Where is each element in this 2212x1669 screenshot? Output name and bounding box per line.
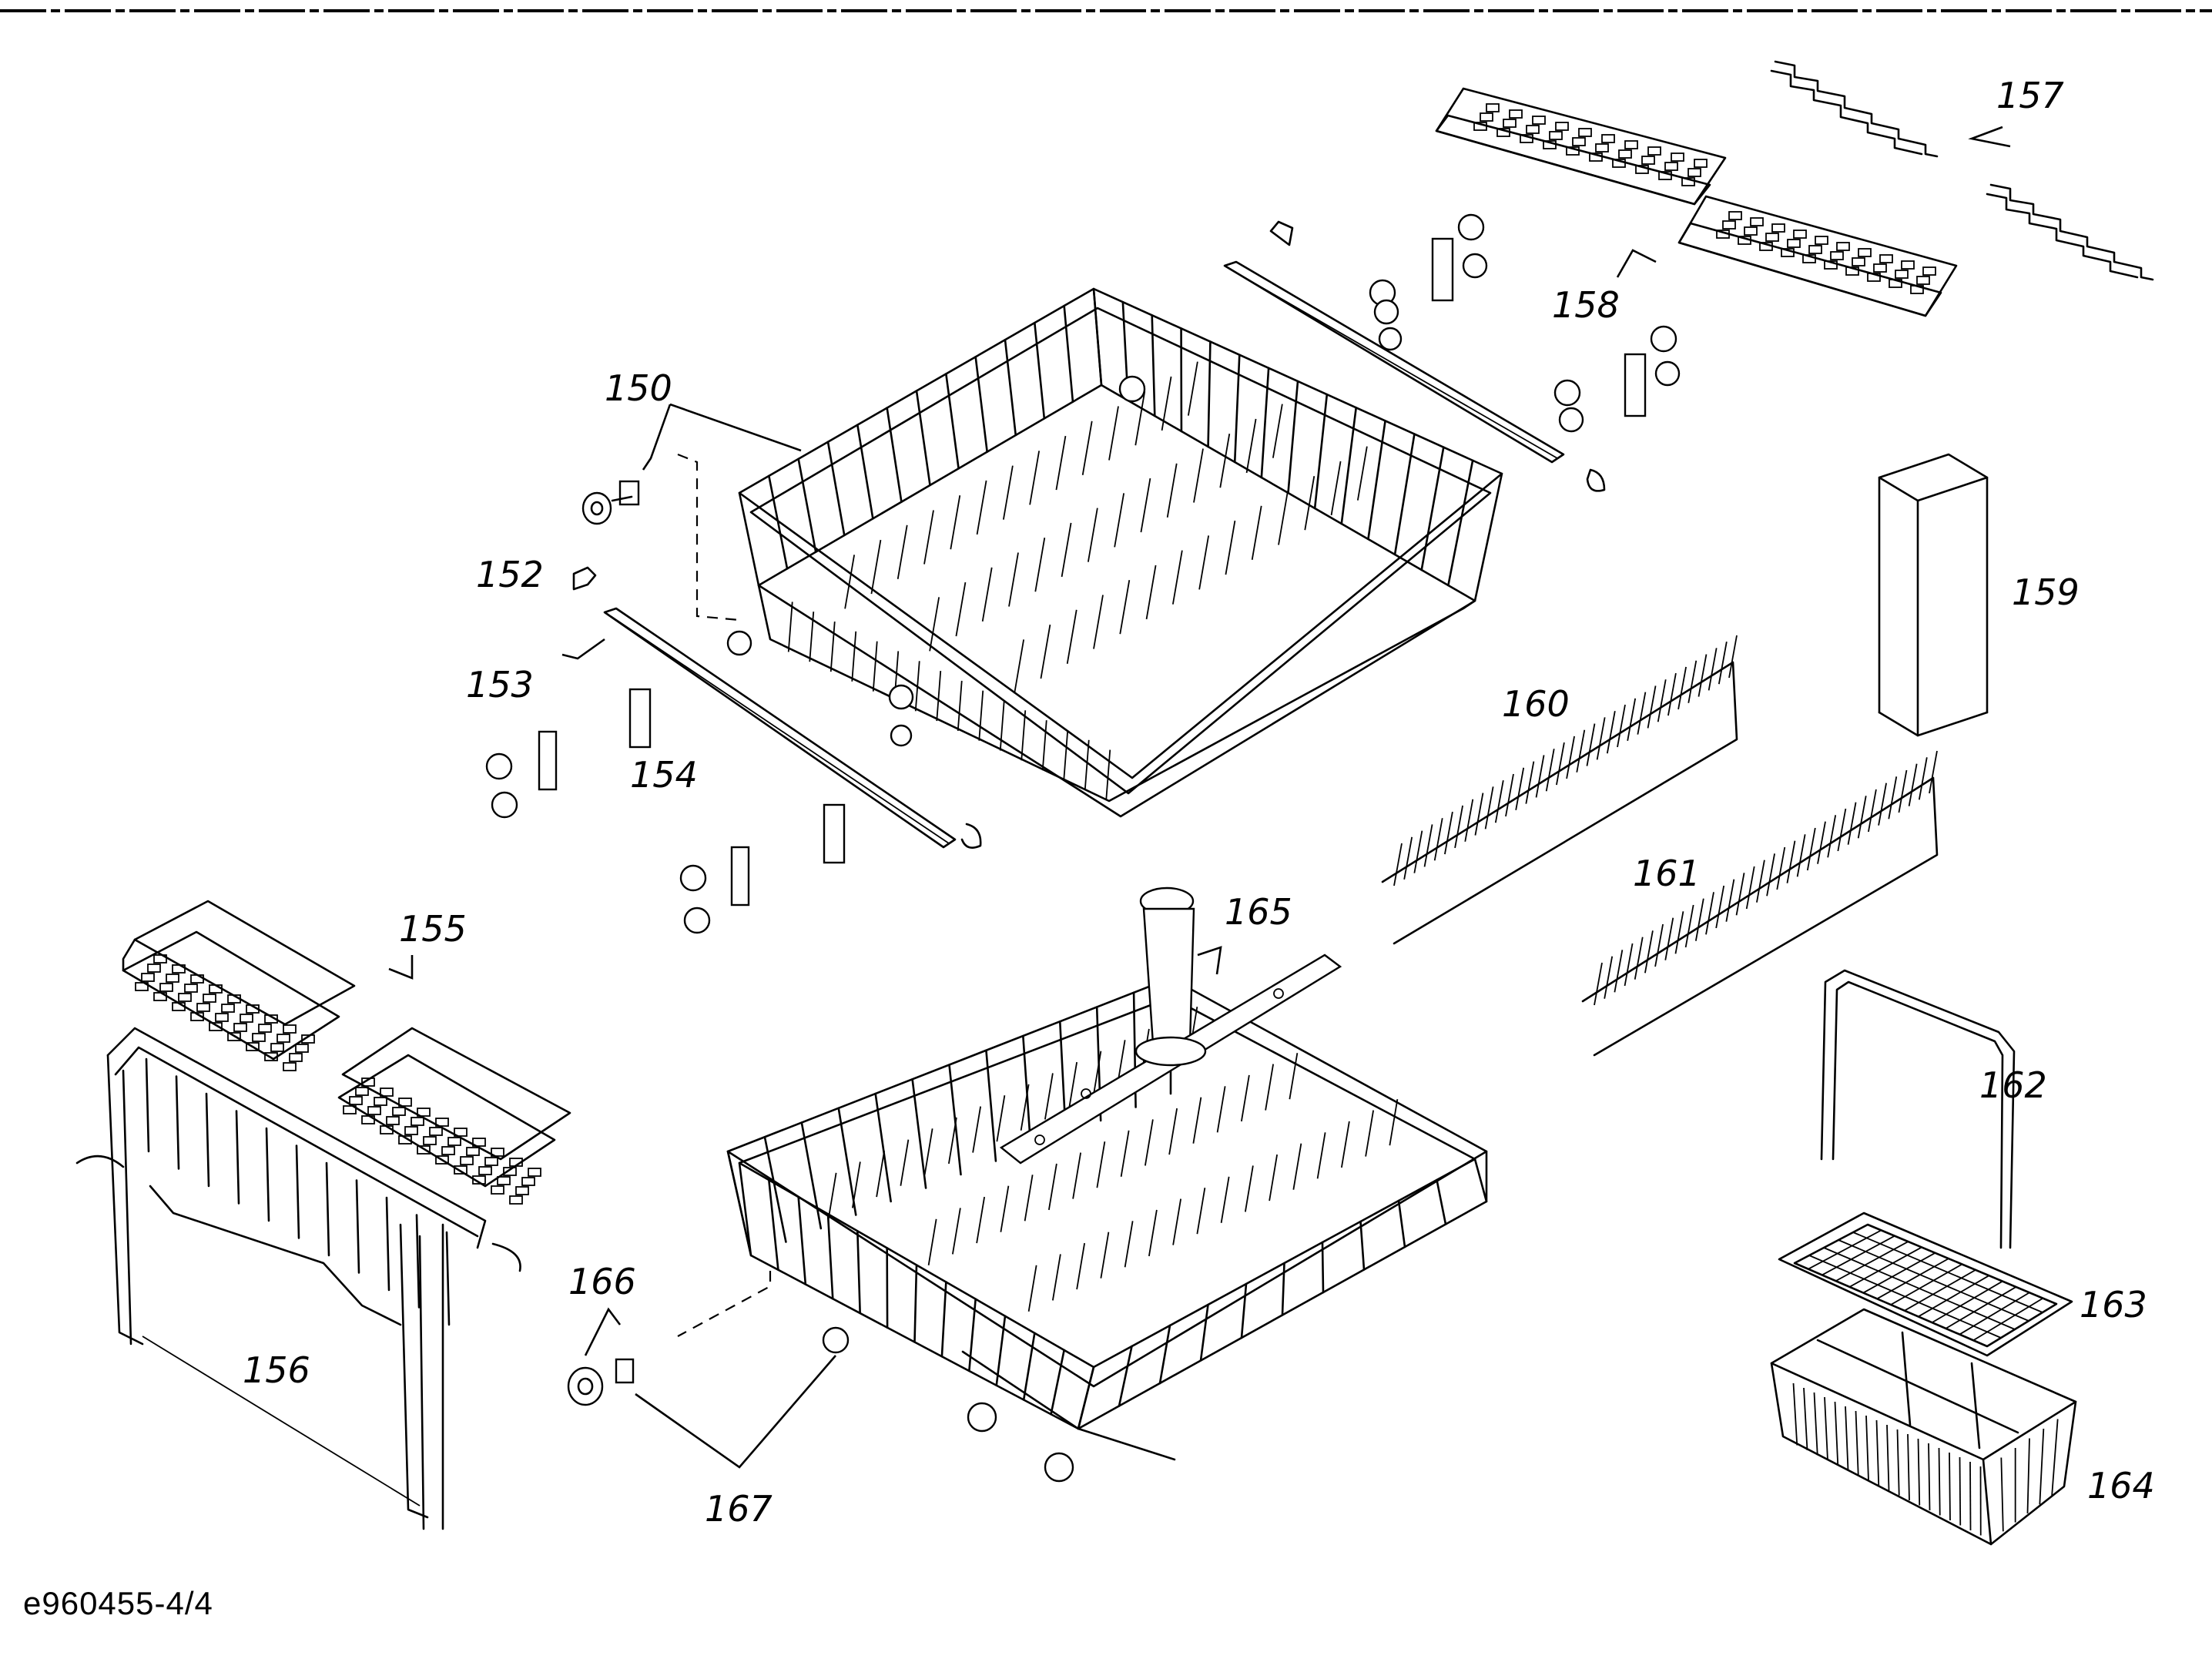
label-159: 159 [2012,571,2080,613]
leader-lines [388,126,2011,1469]
label-158: 158 [1552,284,1620,326]
label-156: 156 [243,1349,310,1391]
rail-upper-right [1223,220,1606,492]
tine-rack-158 [1435,87,1958,317]
label-153: 153 [466,664,534,705]
spray-arm-165 [999,886,1342,1165]
strips-157 [1770,60,2154,281]
wheel-166 [567,1358,635,1406]
label-150: 150 [605,367,672,409]
brackets-upper-right [1369,213,1681,433]
label-162: 162 [1979,1064,2047,1106]
label-152: 152 [476,554,544,595]
label-167: 167 [705,1488,773,1530]
lower-basket [677,977,1488,1483]
label-164: 164 [2087,1465,2155,1506]
handle-162 [1820,969,2016,1249]
basket-164 [1770,1308,2077,1546]
part-number-labels: 150 152 153 154 155 156 157 158 159 160 … [243,75,2155,1530]
label-155: 155 [399,908,467,950]
label-163: 163 [2080,1284,2147,1325]
label-157: 157 [1996,75,2064,116]
grid-lid-163 [1778,1212,2073,1357]
brackets-154 [485,688,846,934]
cup-159 [1878,453,1989,737]
label-165: 165 [1225,891,1292,933]
part-150-wheel [581,480,640,525]
tine-rows-160-161 [1381,635,1939,1057]
label-160: 160 [1502,683,1570,725]
rail-153 [572,566,982,849]
label-161: 161 [1633,853,1701,894]
label-154: 154 [630,754,698,796]
frame-156 [75,1027,521,1530]
label-166: 166 [568,1261,636,1302]
upper-basket [677,287,1503,818]
document-code: e960455-4/4 [23,1585,213,1621]
racks-155 [122,900,571,1205]
